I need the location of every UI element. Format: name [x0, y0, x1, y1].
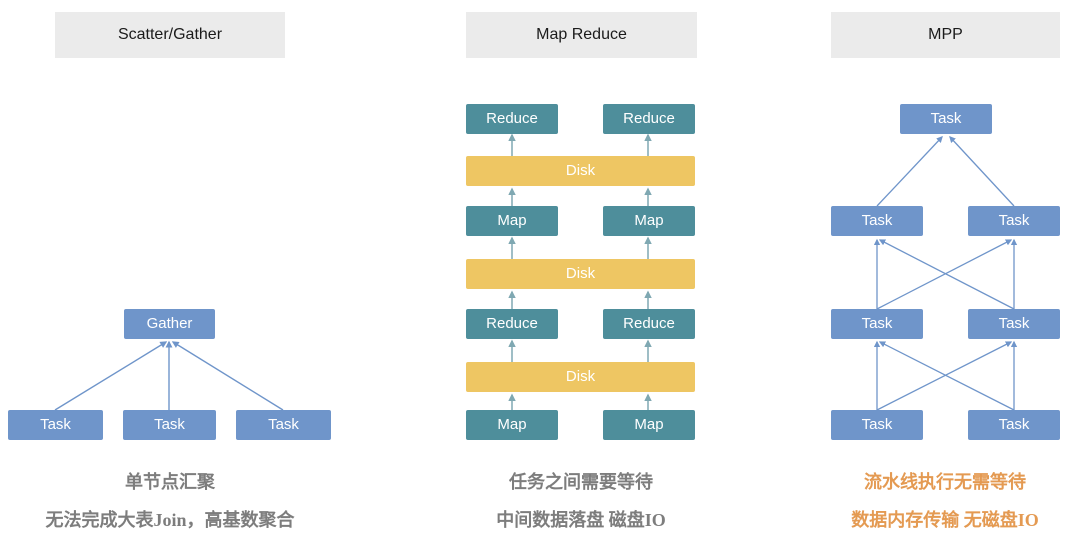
node-reduce-low-right[interactable]: Reduce	[603, 309, 695, 339]
node-task-mpp-r3-right[interactable]: Task	[968, 309, 1060, 339]
node-gather[interactable]: Gather	[124, 309, 215, 339]
node-task-mpp-r3-left[interactable]: Task	[831, 309, 923, 339]
column-header-map-reduce: Map Reduce	[466, 12, 697, 58]
node-task-mpp-r4-left[interactable]: Task	[831, 410, 923, 440]
column-header-mpp: MPP	[831, 12, 1060, 58]
caption-mpp-line1: 流水线执行无需等待	[864, 472, 1026, 492]
column-header-scatter-gather: Scatter/Gather	[55, 12, 285, 58]
caption-map-reduce: 任务之间需要等待 中间数据落盘 磁盘IO	[441, 468, 721, 532]
node-task-sg-1[interactable]: Task	[8, 410, 103, 440]
node-disk-2[interactable]: Disk	[466, 259, 695, 289]
node-task-mpp-r2-right[interactable]: Task	[968, 206, 1060, 236]
node-task-mpp-r4-right[interactable]: Task	[968, 410, 1060, 440]
caption-mpp: 流水线执行无需等待 数据内存传输 无磁盘IO	[810, 468, 1080, 532]
caption-mpp-line2: 数据内存传输 无磁盘IO	[851, 510, 1039, 530]
caption-scatter-gather-line1: 单节点汇聚	[125, 472, 215, 492]
caption-map-reduce-line2: 中间数据落盘 磁盘IO	[496, 510, 666, 530]
node-task-mpp-top[interactable]: Task	[900, 104, 992, 134]
node-task-mpp-r2-left[interactable]: Task	[831, 206, 923, 236]
node-reduce-low-left[interactable]: Reduce	[466, 309, 558, 339]
node-map-bottom-right[interactable]: Map	[603, 410, 695, 440]
caption-scatter-gather: 单节点汇聚 无法完成大表Join，高基数聚合	[0, 468, 340, 532]
caption-map-reduce-line1: 任务之间需要等待	[509, 472, 653, 492]
node-map-bottom-left[interactable]: Map	[466, 410, 558, 440]
edge-group-mpp	[873, 136, 1018, 411]
node-task-sg-2[interactable]: Task	[123, 410, 216, 440]
edge-group-scatter-gather	[54, 340, 284, 411]
node-map-mid-right[interactable]: Map	[603, 206, 695, 236]
node-disk-1[interactable]: Disk	[466, 156, 695, 186]
node-reduce-top-right[interactable]: Reduce	[603, 104, 695, 134]
caption-scatter-gather-line2: 无法完成大表Join，高基数聚合	[45, 510, 295, 530]
node-reduce-top-left[interactable]: Reduce	[466, 104, 558, 134]
node-disk-3[interactable]: Disk	[466, 362, 695, 392]
node-task-sg-3[interactable]: Task	[236, 410, 331, 440]
node-map-mid-left[interactable]: Map	[466, 206, 558, 236]
